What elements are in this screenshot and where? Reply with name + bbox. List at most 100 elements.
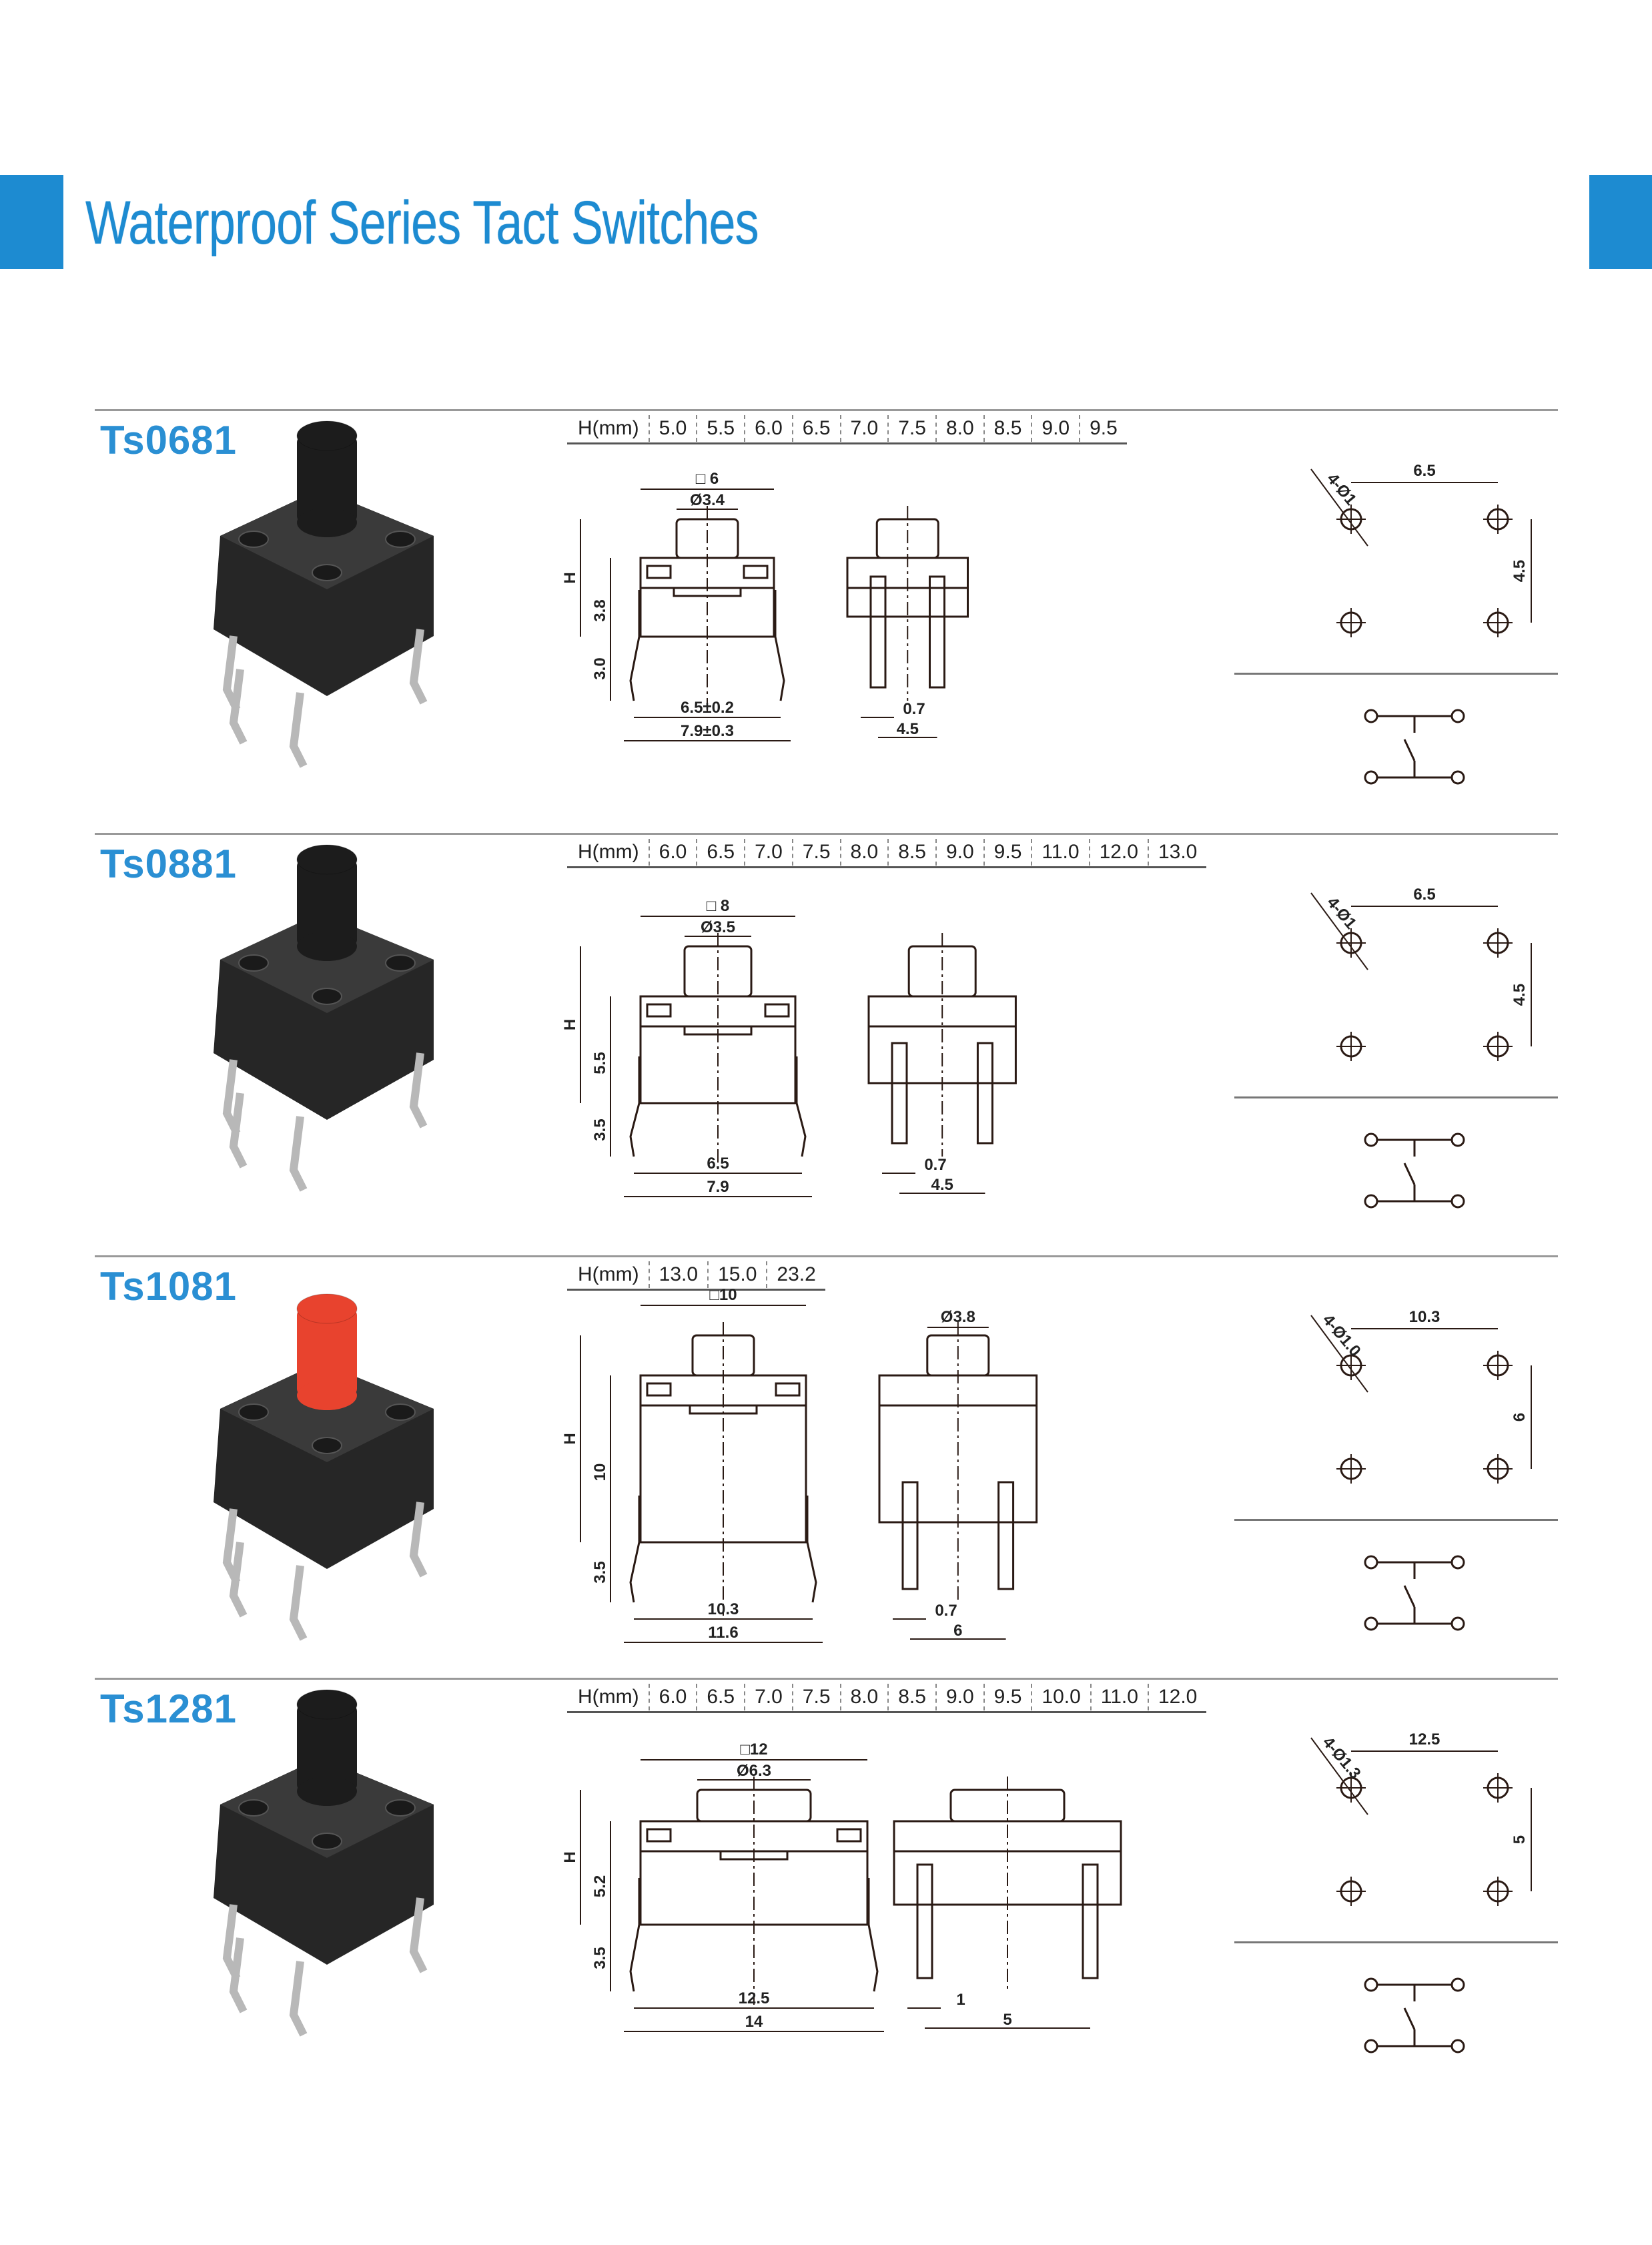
height-option: 6.0 bbox=[648, 1684, 697, 1710]
dimension-pin-width-label: 0.7 bbox=[924, 1156, 946, 1174]
dimension-pin-label: 3.5 bbox=[591, 1561, 609, 1583]
height-option: 8.0 bbox=[839, 839, 888, 866]
height-option: 9.0 bbox=[935, 1684, 983, 1710]
switch-schematic bbox=[1364, 1977, 1465, 2053]
height-option: 6.0 bbox=[648, 839, 697, 866]
dimension-cap-label: Ø3.8 bbox=[941, 1308, 975, 1326]
left-accent-bar bbox=[0, 175, 63, 269]
switch-cap bbox=[297, 1309, 357, 1395]
height-option: 7.0 bbox=[744, 839, 792, 866]
dimension-size-label: □ 6 bbox=[696, 470, 719, 488]
footprint-x-label: 12.5 bbox=[1409, 1730, 1440, 1748]
height-option: 8.0 bbox=[839, 1684, 888, 1710]
dimension-pin-spacing-label: 4.5 bbox=[897, 720, 919, 738]
dimension-body-label: 5.2 bbox=[591, 1875, 609, 1897]
section-divider bbox=[95, 1255, 1558, 1257]
page-title: Waterproof Series Tact Switches bbox=[85, 189, 759, 257]
section-divider bbox=[95, 833, 1558, 835]
switch-cap bbox=[297, 860, 357, 946]
dimension-size-label: □ 8 bbox=[707, 897, 730, 915]
right-accent-bar bbox=[1589, 175, 1652, 269]
dimension-pin-spacing-label: 6 bbox=[953, 1622, 962, 1640]
dimension-pin-width-label: 0.7 bbox=[903, 700, 925, 718]
dimension-pitch-label: 6.5 bbox=[707, 1155, 729, 1173]
dimension-h-label: H bbox=[561, 572, 579, 583]
footprint-x-label: 6.5 bbox=[1413, 462, 1435, 480]
footprint-y-label: 5 bbox=[1511, 1835, 1529, 1844]
dimension-cap-label: Ø6.3 bbox=[737, 1762, 771, 1780]
height-option: 13.0 bbox=[648, 1261, 707, 1288]
footprint-x-label: 10.3 bbox=[1409, 1308, 1440, 1326]
height-option: 12.0 bbox=[1088, 839, 1148, 866]
height-option: 6.5 bbox=[791, 415, 840, 442]
switch-schematic bbox=[1364, 1133, 1465, 1209]
front-view-drawing bbox=[580, 1759, 884, 2032]
product-photo bbox=[214, 420, 434, 768]
footprint-schematic-divider bbox=[1234, 1519, 1558, 1521]
height-option: 7.5 bbox=[791, 839, 840, 866]
technical-drawings: □ 8Ø3.5H5.53.56.57.90.74.56.54.54-Ø1 bbox=[214, 844, 1532, 1209]
footprint-y-label: 6 bbox=[1511, 1413, 1529, 1421]
height-option: 5.0 bbox=[648, 415, 697, 442]
dimension-body-label: 5.5 bbox=[591, 1052, 609, 1074]
front-view-drawing bbox=[580, 1305, 823, 1643]
dimension-h-label: H bbox=[561, 1851, 579, 1863]
height-option: 10.0 bbox=[1031, 1684, 1090, 1710]
section-divider bbox=[95, 1678, 1558, 1680]
dimension-body-label: 3.8 bbox=[591, 599, 609, 621]
height-table-label: H(mm) bbox=[578, 417, 639, 439]
dimension-pin-width-label: 0.7 bbox=[935, 1602, 957, 1620]
height-option: 7.0 bbox=[839, 415, 888, 442]
footprint-schematic-divider bbox=[1234, 1096, 1558, 1098]
pcb-footprint-drawing bbox=[1310, 1737, 1532, 1906]
dimension-pitch-label: 12.5 bbox=[739, 1989, 770, 2007]
height-table-label: H(mm) bbox=[578, 1686, 639, 1708]
height-option: 15.0 bbox=[707, 1261, 766, 1288]
dimension-pin-width-label: 1 bbox=[956, 1991, 965, 2009]
height-table-label: H(mm) bbox=[578, 841, 639, 863]
dimension-body-label: 10 bbox=[591, 1464, 609, 1482]
side-view-drawing bbox=[846, 506, 969, 738]
height-option: 9.5 bbox=[983, 1684, 1031, 1710]
model-name: Ts1281 bbox=[100, 1686, 238, 1731]
pcb-footprint-drawing bbox=[1310, 892, 1532, 1061]
dimension-pin-label: 3.5 bbox=[591, 1118, 609, 1141]
height-option: 5.5 bbox=[696, 415, 744, 442]
product-photo bbox=[214, 1293, 434, 1641]
side-view-drawing bbox=[893, 1777, 1122, 2029]
height-option: 13.0 bbox=[1147, 839, 1206, 866]
product-photo bbox=[214, 1689, 434, 2037]
footprint-y-label: 4.5 bbox=[1511, 560, 1529, 582]
dimension-pin-spacing-label: 4.5 bbox=[931, 1176, 953, 1194]
dimension-h-label: H bbox=[561, 1019, 579, 1030]
switch-schematic bbox=[1364, 1555, 1465, 1631]
height-table-label: H(mm) bbox=[578, 1263, 639, 1285]
pcb-footprint-drawing bbox=[1310, 468, 1532, 637]
model-name: Ts1081 bbox=[100, 1264, 238, 1309]
front-view-drawing bbox=[580, 916, 812, 1197]
height-option: 7.5 bbox=[887, 415, 935, 442]
footprint-y-label: 4.5 bbox=[1511, 984, 1529, 1006]
height-option: 6.5 bbox=[696, 839, 744, 866]
dimension-pitch-label: 6.5±0.2 bbox=[681, 699, 734, 717]
height-option: 9.5 bbox=[983, 839, 1031, 866]
dimension-overall-label: 7.9±0.3 bbox=[681, 722, 734, 740]
dimension-cap-label: Ø3.4 bbox=[690, 491, 725, 509]
height-option: 6.0 bbox=[744, 415, 792, 442]
dimension-overall-label: 14 bbox=[745, 2013, 763, 2031]
dimension-size-label: □12 bbox=[740, 1740, 767, 1758]
height-option: 8.5 bbox=[887, 839, 935, 866]
height-option: 8.5 bbox=[887, 1684, 935, 1710]
switch-schematic bbox=[1364, 709, 1465, 785]
dimension-pitch-label: 10.3 bbox=[708, 1600, 739, 1618]
height-option: 8.0 bbox=[935, 415, 983, 442]
height-option: 7.5 bbox=[791, 1684, 840, 1710]
dimension-overall-label: 7.9 bbox=[707, 1178, 729, 1196]
product-photo bbox=[214, 844, 434, 1192]
model-name: Ts0881 bbox=[100, 842, 238, 886]
